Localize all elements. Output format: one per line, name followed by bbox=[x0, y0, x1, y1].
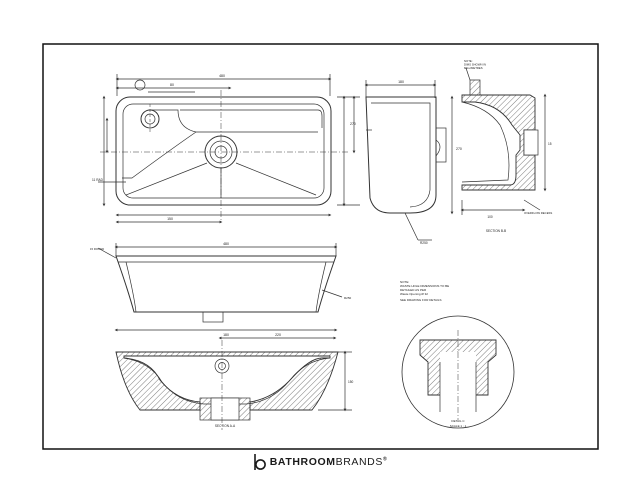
general-note-line: NOTE: bbox=[400, 280, 409, 284]
plan-callout: 11 RAD bbox=[92, 178, 104, 182]
brand-registered-mark: ® bbox=[382, 456, 388, 463]
general-note-line: SEE DRAWING FOR DETAILS bbox=[400, 298, 442, 302]
detail-c-view bbox=[401, 315, 515, 429]
brand-name-bold: BATHROOM bbox=[269, 456, 336, 468]
front-callout-rim: 15 ROUND bbox=[90, 247, 104, 251]
drawing-border bbox=[42, 43, 599, 450]
plan-dim-waste: 150 bbox=[167, 217, 173, 221]
brand-footer: BATHROOMBRANDS® bbox=[0, 449, 640, 475]
section-bb-callout: OVERFLOW RECESS bbox=[524, 211, 552, 215]
section-aa-view bbox=[115, 336, 352, 430]
front-dim-base: 180 bbox=[223, 333, 229, 337]
brand-name: BATHROOMBRANDS® bbox=[270, 456, 388, 468]
section-aa-title: SECTION A-A bbox=[215, 424, 236, 428]
front-elevation-view bbox=[97, 243, 343, 332]
front-callout-radius: R250 bbox=[344, 296, 352, 300]
section-bb-title: SECTION B-B bbox=[486, 229, 506, 233]
side-section-view bbox=[364, 80, 454, 241]
general-note-line: WASTE HOLE DIMENSIONS TO BE bbox=[400, 284, 449, 288]
section-bb-view bbox=[460, 67, 547, 215]
section-bb-dim-wall: 15 bbox=[548, 142, 552, 146]
general-notes: NOTE: WASTE HOLE DIMENSIONS TO BE DETAIL… bbox=[400, 280, 449, 302]
front-dim-overall: 480 bbox=[223, 242, 229, 246]
side-callout: R250 bbox=[420, 241, 428, 245]
side-dim-top: 180 bbox=[398, 80, 404, 84]
side-dim-depth: 270 bbox=[456, 147, 462, 151]
brand-name-light: BRANDS bbox=[335, 456, 383, 468]
plan-dim-side: 270 bbox=[350, 122, 356, 126]
plan-view bbox=[98, 74, 360, 224]
detail-c-title: DETAIL C bbox=[451, 419, 465, 423]
general-note-line: Waste Opening Ø 32 bbox=[400, 292, 428, 296]
section-bb-dim-depth: 100 bbox=[487, 215, 493, 219]
plan-dim-tap: 80 bbox=[170, 83, 174, 87]
plan-dim-width: 480 bbox=[219, 74, 225, 78]
section-aa-dim-height: 150 bbox=[348, 380, 354, 384]
section-aa-dim-centre: 220 bbox=[275, 333, 281, 337]
general-note-line: DETAILED AS PER bbox=[400, 288, 427, 292]
bathroom-brands-logo-icon bbox=[253, 454, 266, 470]
detail-c-scale: SCALE 1 : 1 bbox=[450, 424, 467, 428]
